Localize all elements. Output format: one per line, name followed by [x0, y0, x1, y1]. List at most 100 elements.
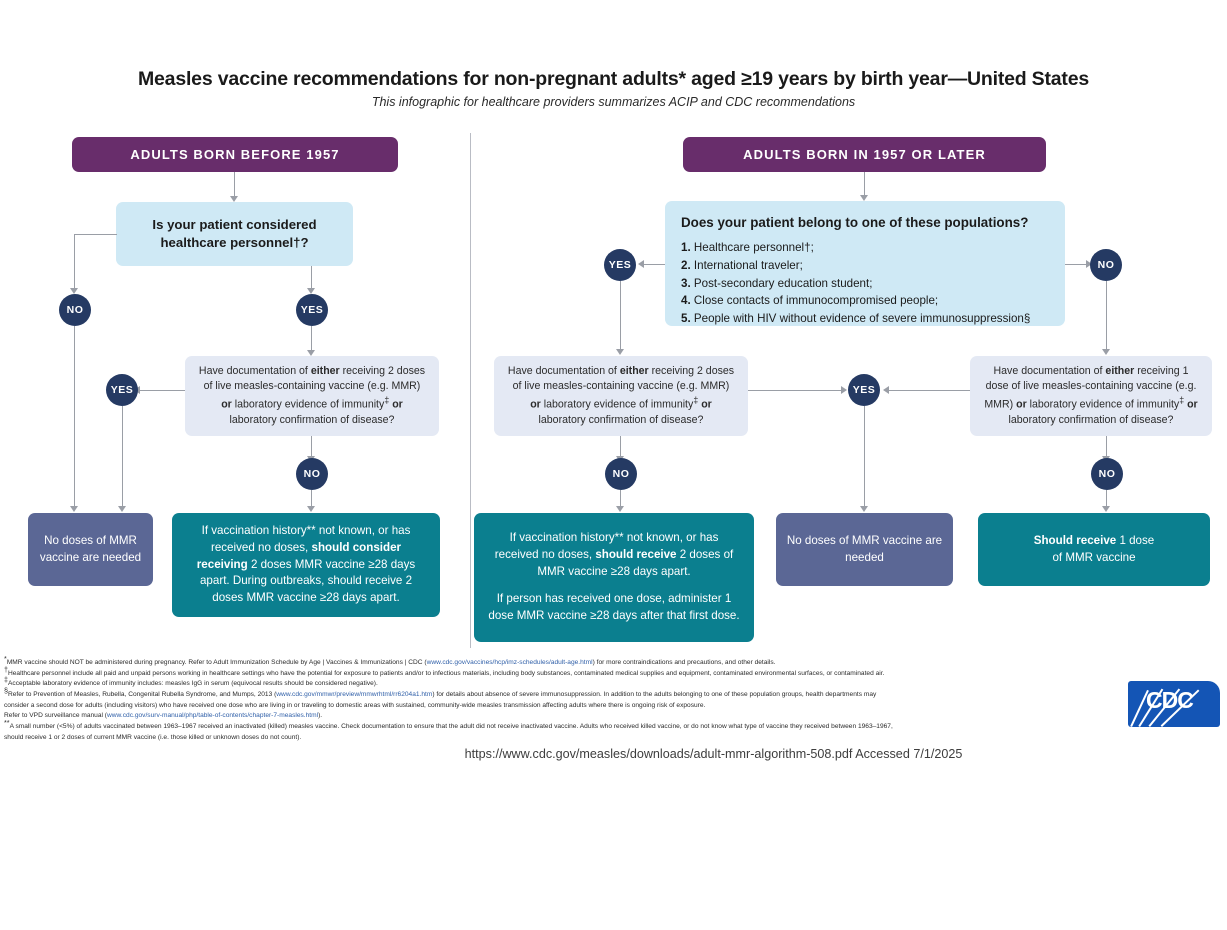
footnote-4-line-2: consider a second dose for adults (inclu… [4, 701, 706, 709]
population-item-4: 4. Close contacts of immunocompromised p… [681, 294, 939, 308]
left-branch-header: ADULTS BORN BEFORE 1957 [72, 137, 398, 172]
accessed-url: https://www.cdc.gov/measles/downloads/ad… [464, 747, 963, 761]
population-label: Post-secondary education student; [693, 276, 873, 290]
population-item-2: 2. International traveler; [681, 259, 803, 273]
population-label: Close contacts of immunocompromised peop… [693, 294, 939, 308]
footnote-5-line-2: should receive 1 or 2 doses of current M… [4, 733, 302, 741]
footnote-1-text-a: MMR vaccine should NOT be administered d… [6, 659, 427, 666]
right-doc-question-1dose-text: Have documentation of either receiving 1… [984, 365, 1198, 426]
population-label: Healthcare personnel†; [693, 241, 814, 255]
arrowhead-left-doc [307, 350, 315, 356]
footnote-2-text: Healthcare personnel include all paid an… [8, 669, 885, 677]
left-outcome-no-doses-text: No doses of MMR vaccine are needed [39, 533, 142, 564]
left-question-box: Is your patient considered healthcare pe… [116, 202, 353, 266]
badge-left-yes-1: YES [296, 294, 328, 326]
connector-left-doc-to-no2 [311, 436, 313, 458]
arrowhead-right-hdr-to-pop [860, 195, 868, 201]
connector-right-yes1-down [620, 281, 622, 351]
cdc-logo-text: CDC [1146, 687, 1194, 713]
footnote-3: ‡Acceptable laboratory evidence of immun… [4, 676, 1104, 690]
footnote-3-text: Acceptable laboratory evidence of immuni… [8, 680, 378, 688]
population-item-1: 1. Healthcare personnel†; [681, 241, 814, 255]
right-outcome-receive-2b-text: If person has received one dose, adminis… [488, 592, 740, 623]
footnotes: *MMR vaccine should NOT be administered … [4, 655, 1104, 743]
connector-left-yes-to-doc [311, 326, 313, 352]
arrowhead-midyes-left [841, 386, 847, 394]
population-item-3: 3. Post-secondary education student; [681, 276, 873, 290]
connector-left-hdr-to-q [234, 172, 236, 198]
connector-doc2-to-midyes [748, 390, 842, 392]
badge-left-yes-2: YES [106, 374, 138, 406]
footnote-5-line-1: **A small number (<5%) of adults vaccina… [4, 719, 1104, 733]
connector-pop-to-yes [642, 264, 665, 266]
footnote-1-mark: * [4, 653, 7, 663]
connector-left-q-to-no-v [74, 234, 76, 290]
footnote-4-text-b: ) for details about absence of severe im… [432, 691, 877, 699]
footnote-5-mark: ** [4, 717, 10, 727]
right-populations-list: 1. Healthcare personnel†; 2. Internation… [681, 239, 1049, 327]
page-subtitle: This infographic for healthcare provider… [371, 95, 856, 109]
right-branch-header: ADULTS BORN IN 1957 OR LATER [683, 137, 1046, 172]
footnote-4-line-3: Refer to VPD surveillance manual (www.cd… [4, 711, 1104, 722]
footnote-3-mark: ‡ [4, 675, 8, 685]
badge-right-yes-1: YES [604, 249, 636, 281]
connector-midyes-down [864, 406, 866, 508]
arrowhead-left-yes2-outcome [118, 506, 126, 512]
footnote-4-line3-a: Refer to VPD surveillance manual ( [4, 712, 107, 720]
connector-left-q-to-no-h [74, 234, 117, 236]
footnote-4-mark: § [4, 685, 8, 695]
badge-right-no-3: NO [1091, 458, 1123, 490]
arrowhead-right-yes-1 [638, 260, 644, 268]
connector-left-no2-down [311, 490, 313, 508]
footnote-5-text: A small number (<5%) of adults vaccinate… [9, 723, 893, 731]
column-divider [470, 133, 471, 648]
arrowhead-mid-outcome [860, 506, 868, 512]
right-outcome-no-doses: No doses of MMR vaccine are needed [776, 513, 953, 586]
left-question-text: Is your patient considered healthcare pe… [152, 217, 317, 250]
arrowhead-right-should-receive [1102, 506, 1110, 512]
connector-left-doc-to-yes2 [138, 390, 185, 392]
connector-right-hdr-to-pop [864, 172, 866, 197]
left-doc-question-box: Have documentation of either receiving 2… [185, 356, 439, 436]
footnote-4-line-1: §Refer to Prevention of Measles, Rubella… [4, 687, 1104, 701]
right-outcome-no-doses-text: No doses of MMR vaccine are needed [786, 533, 943, 564]
left-doc-question-text: Have documentation of either receiving 2… [198, 365, 426, 426]
connector-right-no2-down [620, 490, 622, 508]
right-doc-question-2dose-box: Have documentation of either receiving 2… [494, 356, 748, 436]
arrowhead-left-consider [307, 506, 315, 512]
cdc-logo: CDC [1128, 681, 1220, 727]
left-outcome-no-doses: No doses of MMR vaccine are needed [28, 513, 153, 586]
page-title: Measles vaccine recommendations for non-… [137, 68, 1090, 90]
badge-right-no-2: NO [605, 458, 637, 490]
right-populations-question: Does your patient belong to one of these… [681, 215, 1029, 230]
footnote-4-line3-link[interactable]: www.cdc.gov/surv-manual/php/table-of-con… [106, 712, 319, 720]
arrowhead-left-no-outcome [70, 506, 78, 512]
badge-right-yes-mid: YES [848, 374, 880, 406]
footnote-4-line3-b: ). [318, 712, 323, 720]
bottom-whitespace [0, 757, 1227, 930]
left-outcome-consider: If vaccination history** not known, or h… [172, 513, 440, 617]
footnote-4-text-a: Refer to Prevention of Measles, Rubella,… [8, 691, 277, 699]
arrowhead-right-doc1 [1102, 349, 1110, 355]
connector-doc1-to-midyes [887, 390, 970, 392]
badge-right-no-1: NO [1090, 249, 1122, 281]
right-doc-question-2dose-text: Have documentation of either receiving 2… [507, 365, 735, 426]
badge-left-no-1: NO [59, 294, 91, 326]
arrowhead-right-receive2 [616, 506, 624, 512]
footnote-4-link[interactable]: www.cdc.gov/mmwr/preview/mmwrhtml/rr6204… [276, 691, 433, 699]
footnote-1-link[interactable]: www.cdc.gov/vaccines/hcp/imz-schedules/a… [426, 659, 593, 666]
population-label: International traveler; [693, 259, 803, 273]
arrowhead-midyes-right [883, 386, 889, 394]
connector-left-q-to-yes [311, 266, 313, 290]
footnote-1: *MMR vaccine should NOT be administered … [4, 655, 1104, 669]
connector-doc2-to-no2 [620, 436, 622, 458]
connector-pop-to-no [1065, 264, 1088, 266]
footnote-1-text-b: ) for more contraindications and precaut… [592, 659, 776, 666]
arrowhead-left-no [70, 288, 78, 294]
population-item-5: 5. People with HIV without evidence of s… [681, 311, 1031, 325]
arrowhead-right-no-1 [1086, 260, 1092, 268]
badge-left-no-2: NO [296, 458, 328, 490]
connector-right-no1-down [1106, 281, 1108, 351]
